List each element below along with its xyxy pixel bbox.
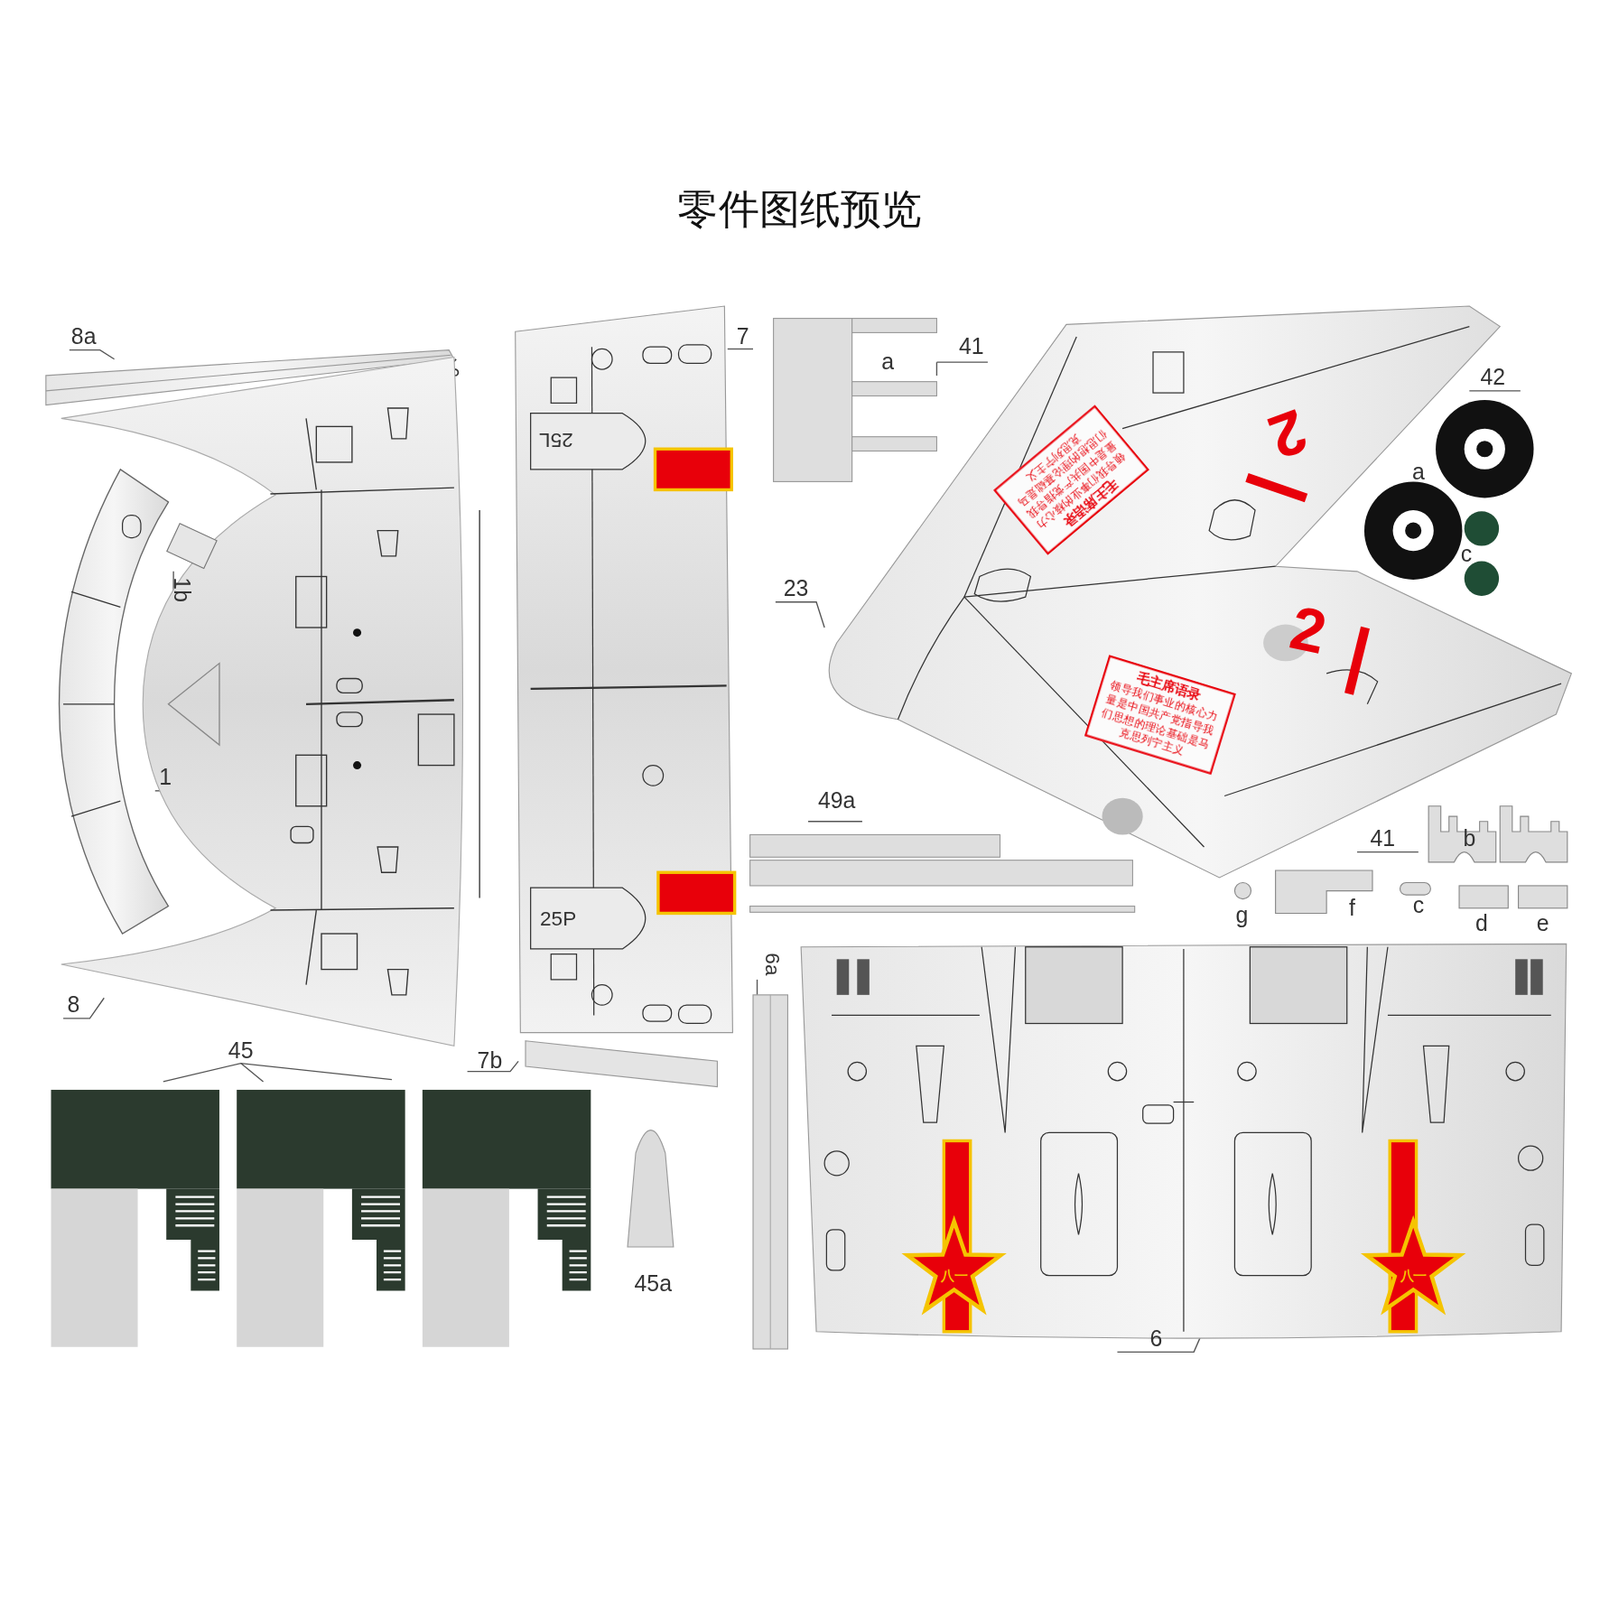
part-label: a: [1412, 461, 1425, 484]
part-label: c: [1460, 542, 1472, 566]
part-label: 1: [158, 766, 172, 790]
part-7b: [525, 1041, 717, 1088]
part-label: d: [1475, 911, 1489, 935]
part-8: [61, 357, 480, 1047]
part-label: 25P: [539, 908, 577, 930]
part-41b-small-parts: [1234, 806, 1567, 914]
part-label: b: [1462, 827, 1476, 851]
part-label: 7: [736, 325, 750, 349]
part-label: 45: [228, 1040, 254, 1063]
part-23-wing: [828, 306, 1572, 878]
part-45a: [627, 1130, 674, 1247]
part-label: 八一: [1400, 1268, 1427, 1283]
part-label: 23: [783, 577, 810, 601]
part-label: g: [1235, 903, 1248, 927]
part-label: 45a: [634, 1272, 672, 1295]
part-7: [515, 306, 735, 1033]
part-49a-strips: [750, 834, 1135, 912]
part-label: 42: [1480, 366, 1507, 390]
part-45: [51, 1089, 592, 1348]
part-1b: [167, 523, 217, 569]
part-label: 6: [1149, 1327, 1163, 1350]
part-label: a: [881, 351, 894, 374]
part-6a-strip: [753, 995, 788, 1349]
part-label: 8a: [71, 325, 97, 349]
part-42-wheels: [1364, 400, 1535, 596]
part-label: 41: [1369, 827, 1396, 851]
part-label: 49a: [818, 790, 856, 813]
part-6: [800, 943, 1567, 1339]
part-label: 8: [66, 994, 80, 1017]
part-label: f: [1348, 896, 1356, 920]
part-label: c: [1413, 894, 1424, 918]
part-label: 八一: [940, 1268, 968, 1283]
part-label: 6a: [762, 952, 783, 976]
part-label: 7b: [477, 1050, 503, 1073]
part-41a: [773, 318, 938, 483]
part-1: [59, 469, 169, 934]
part-label: 25L: [539, 430, 574, 452]
part-label: 1b: [170, 576, 194, 603]
part-label: e: [1536, 911, 1550, 935]
sheet-title: 零件图纸预览: [677, 181, 922, 238]
part-label: 41: [958, 335, 985, 359]
